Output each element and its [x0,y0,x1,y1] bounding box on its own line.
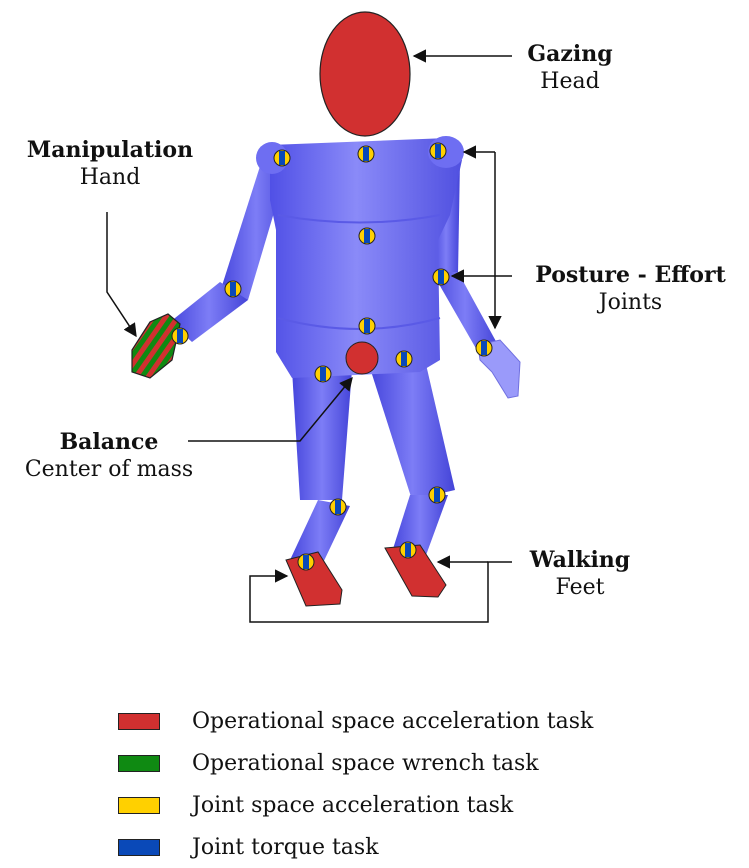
legend-swatch-joint-acceleration [118,797,160,814]
legend: Operational space acceleration task Oper… [118,700,593,868]
legend-item: Operational space wrench task [118,742,593,784]
joint-marker [225,281,241,297]
joint-marker [429,487,445,503]
legend-item: Joint space acceleration task [118,784,593,826]
manipulation-title: Manipulation [0,136,220,164]
center-of-mass [346,342,378,374]
gazing-title: Gazing [505,40,635,68]
legend-swatch-operational-acceleration [118,713,160,730]
joint-marker [359,228,375,244]
joint-marker [433,269,449,285]
posture-subtitle: Joints [512,289,749,317]
legend-label: Joint space acceleration task [192,793,513,818]
gazing-subtitle: Head [505,68,635,96]
joint-marker [430,143,446,159]
balance-subtitle: Center of mass [0,456,218,484]
legend-label: Operational space wrench task [192,751,539,776]
posture-title: Posture - Effort [512,261,749,289]
legend-item: Operational space acceleration task [118,700,593,742]
joint-marker [400,542,416,558]
balance-label: Balance Center of mass [0,428,218,484]
manipulation-label: Manipulation Hand [0,136,220,192]
walking-subtitle: Feet [510,574,650,602]
manipulation-subtitle: Hand [0,164,220,192]
walking-bracket [250,562,512,622]
joint-marker [330,499,346,515]
joint-marker [315,366,331,382]
joint-marker [172,328,188,344]
joint-marker [476,340,492,356]
legend-label: Joint torque task [192,835,379,860]
head [320,12,410,136]
joint-marker [396,351,412,367]
walking-title: Walking [510,546,650,574]
posture-label: Posture - Effort Joints [512,261,749,317]
joint-marker [298,554,314,570]
legend-swatch-joint-torque [118,839,160,856]
walking-label: Walking Feet [510,546,650,602]
balance-title: Balance [0,428,218,456]
left-leg [290,370,352,565]
legend-swatch-operational-wrench [118,755,160,772]
left-hand [132,314,180,378]
manipulation-arrow [107,212,136,336]
right-leg [370,360,455,558]
legend-label: Operational space acceleration task [192,709,593,734]
joint-marker [274,150,290,166]
joint-marker [358,146,374,162]
gazing-label: Gazing Head [505,40,635,96]
joint-marker [359,318,375,334]
